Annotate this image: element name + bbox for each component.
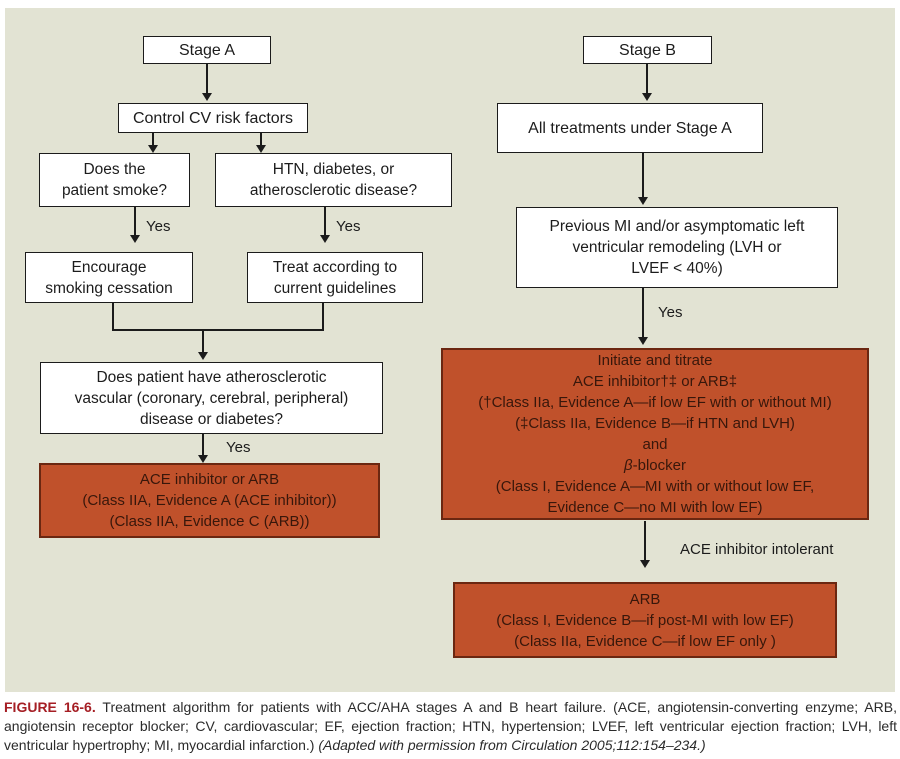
arrow-smoke-yes [130,207,140,243]
yes-label-smoke: Yes [146,218,171,235]
control-cv-risk-box: Control CV risk factors [118,103,308,133]
htn-question-box: HTN, diabetes, or atherosclerotic diseas… [215,153,452,207]
stage-b-label: Stage B [619,41,676,59]
arb-box-line: (Class I, Evidence B—if post-MI with low… [496,611,794,629]
athero-question-box: Does patient have atherosclerotic vascul… [40,362,383,434]
connector-hline [112,329,324,331]
yes-label-mi: Yes [658,304,683,321]
yes-label-athero: Yes [226,439,251,456]
arrow-control-to-smoke [148,133,158,153]
encourage-cessation-box: Encourage smoking cessation [25,252,193,303]
arrow-stage-a-to-control [202,64,212,101]
encourage-line: smoking cessation [45,279,173,297]
athero-question-line: disease or diabetes? [139,410,284,428]
arrow-treatments-to-mi [638,153,648,205]
connector-right-vline [322,303,324,331]
all-treatments-label: All treatments under Stage A [528,119,732,137]
arb-box: ARB (Class I, Evidence B—if post-MI with… [453,582,837,658]
arb-box-line: (Class IIa, Evidence C—if low EF only ) [514,632,776,650]
arrow-athero-yes [198,434,208,463]
initiate-titrate-box: Initiate and titrate ACE inhibitor†‡ or … [441,348,869,520]
arb-box-line: ARB [629,590,661,608]
stage-b-box: Stage B [583,36,712,64]
caption-source: (Adapted with permission from Circulatio… [318,737,706,753]
arrow-control-to-htn [256,133,266,153]
arrow-htn-yes [320,207,330,243]
smoke-question-line: Does the [83,161,146,178]
figure-number-label: FIGURE 16-6. [4,699,96,715]
previous-mi-line: Previous MI and/or asymptomatic left [549,218,805,235]
htn-question-line: atherosclerotic disease? [249,182,418,199]
initiate-line: Initiate and titrate [597,352,713,369]
caption-body: Treatment algorithm for patients with AC… [4,699,897,753]
stage-a-label: Stage A [178,41,236,59]
athero-question-line: Does patient have atherosclerotic [96,368,327,386]
ace-inhibitor-arb-box: ACE inhibitor or ARB (Class IIA, Evidenc… [39,463,380,538]
initiate-line: (Class I, Evidence A—MI with or without … [495,478,815,495]
flowchart-panel: Stage A Control CV risk factors Does the… [5,8,895,692]
smoke-question-box: Does the patient smoke? [39,153,190,207]
yes-label-htn: Yes [336,218,361,235]
initiate-line: Evidence C—no MI with low EF) [547,499,763,516]
connector-left-vline [112,303,114,331]
all-treatments-box: All treatments under Stage A [497,103,763,153]
previous-mi-line: LVEF < 40%) [631,260,723,277]
encourage-line: Encourage [71,258,147,276]
ace-intolerant-label: ACE inhibitor intolerant [680,541,834,558]
beta-blocker-line: β-blocker [624,455,686,476]
control-cv-risk-label: Control CV risk factors [132,109,294,127]
ace-box-line: (Class IIA, Evidence C (ARB)) [109,513,310,530]
ace-box-line: (Class IIA, Evidence A (ACE inhibitor)) [82,492,337,509]
arrow-stage-b-to-treatments [642,64,652,101]
stage-a-box: Stage A [143,36,271,64]
previous-mi-line: ventricular remodeling (LVH or [572,239,782,256]
arrow-connector-to-athero [198,331,208,360]
initiate-line: (‡Class IIa, Evidence B—if HTN and LVH) [515,415,795,432]
arrow-intolerant [640,521,650,568]
beta-rest: -blocker [632,457,686,474]
beta-symbol: β [624,457,633,474]
treat-guidelines-box: Treat according to current guidelines [247,252,423,303]
ace-box-line: ACE inhibitor or ARB [139,471,280,488]
smoke-question-line: patient smoke? [61,182,168,199]
athero-question-line: vascular (coronary, cerebral, peripheral… [74,389,349,407]
figure-caption: FIGURE 16-6. Treatment algorithm for pat… [4,698,897,755]
initiate-line: and [642,436,668,453]
arrow-mi-yes [638,288,648,345]
initiate-line: ACE inhibitor†‡ or ARB‡ [572,373,738,390]
treat-line: Treat according to [272,258,398,276]
treat-line: current guidelines [273,279,397,297]
previous-mi-box: Previous MI and/or asymptomatic left ven… [516,207,838,288]
initiate-line: (†Class IIa, Evidence A—if low EF with o… [478,394,832,411]
htn-question-line: HTN, diabetes, or [272,161,395,178]
